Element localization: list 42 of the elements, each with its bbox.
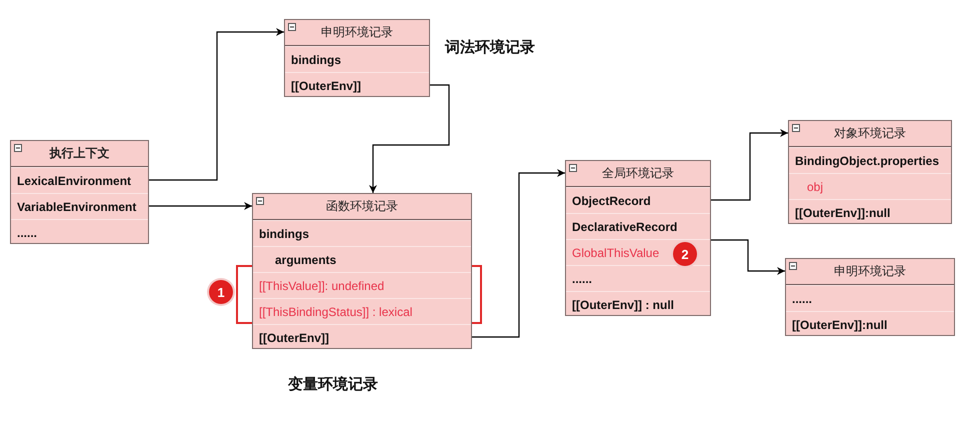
field-text: ...... bbox=[17, 226, 38, 240]
table-title: 对象环境记录 bbox=[834, 125, 906, 142]
field-text: bindings bbox=[291, 52, 341, 66]
field-text: DeclarativeRecord bbox=[572, 220, 678, 234]
section-label: 变量环境记录 bbox=[288, 375, 378, 394]
callout-number: 1 bbox=[209, 280, 233, 304]
field-text: BindingObject.properties bbox=[795, 154, 940, 168]
table-title: 申明环境记录 bbox=[834, 263, 906, 280]
section-label: 词法环境记录 bbox=[445, 38, 535, 57]
record-table bbox=[10, 140, 149, 244]
arrow bbox=[710, 239, 785, 275]
record-table bbox=[284, 19, 430, 97]
record-table bbox=[565, 160, 711, 316]
field-text: LexicalEnvironment bbox=[17, 174, 132, 188]
field-text: ...... bbox=[572, 272, 592, 286]
arrow bbox=[148, 202, 252, 210]
field-text: arguments bbox=[275, 252, 336, 266]
field-text: [[OuterEnv]] bbox=[259, 330, 329, 344]
field-text: VariableEnvironment bbox=[17, 200, 136, 214]
record-table bbox=[785, 258, 955, 336]
field-text: [[OuterEnv]] : null bbox=[572, 298, 674, 312]
table-title: 执行上下文 bbox=[50, 145, 110, 162]
field-text: GlobalThisValue bbox=[572, 246, 660, 260]
field-text: [[OuterEnv]]:null bbox=[792, 318, 888, 332]
arrow bbox=[710, 129, 788, 201]
field-text: [[ThisBindingStatus]] : lexical bbox=[259, 304, 412, 318]
callout-number: 2 bbox=[673, 242, 697, 266]
record-table bbox=[252, 193, 472, 349]
field-text: bindings bbox=[259, 226, 309, 240]
record-table bbox=[788, 120, 952, 224]
table-title: 申明环境记录 bbox=[321, 24, 393, 41]
arrow bbox=[369, 84, 450, 193]
field-text: [[OuterEnv]]:null bbox=[795, 206, 890, 220]
table-title: 函数环境记录 bbox=[326, 198, 398, 215]
field-text: [[OuterEnv]] bbox=[291, 78, 361, 92]
arrow bbox=[148, 28, 284, 181]
field-text: [[ThisValue]]: undefined bbox=[259, 278, 384, 292]
field-text: ObjectRecord bbox=[572, 194, 651, 208]
field-text: obj bbox=[807, 180, 824, 194]
table-title: 全局环境记录 bbox=[602, 165, 674, 182]
field-text: ...... bbox=[792, 292, 812, 306]
arrow bbox=[471, 169, 565, 338]
